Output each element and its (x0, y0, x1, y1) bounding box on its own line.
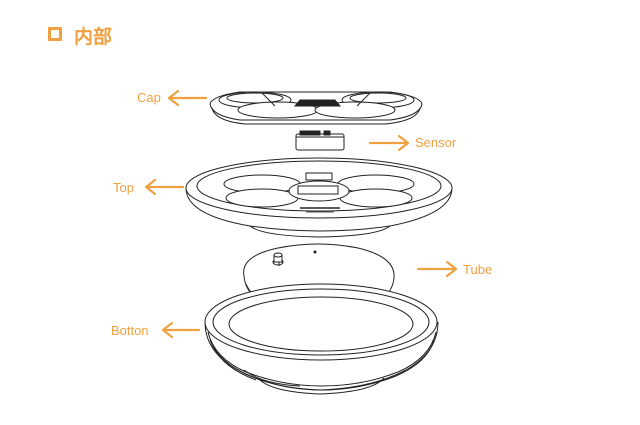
header-square-icon (48, 27, 62, 41)
bottom-part (204, 283, 439, 395)
tube-label: Tube (463, 262, 493, 277)
top-arrow-icon (144, 178, 185, 196)
cap-part (209, 91, 423, 125)
sensor-part (295, 130, 345, 151)
page-title: 内部 (74, 26, 113, 48)
top-label: Top (113, 180, 134, 195)
bottom-label: Botton (111, 323, 149, 338)
tube-arrow-icon (416, 260, 458, 278)
cap-label: Cap (137, 90, 161, 105)
bottom-arrow-icon (161, 321, 201, 339)
cap-arrow-icon (167, 89, 208, 107)
top-part (185, 157, 453, 238)
sensor-label: Sensor (415, 135, 457, 150)
sensor-arrow-icon (368, 134, 410, 152)
